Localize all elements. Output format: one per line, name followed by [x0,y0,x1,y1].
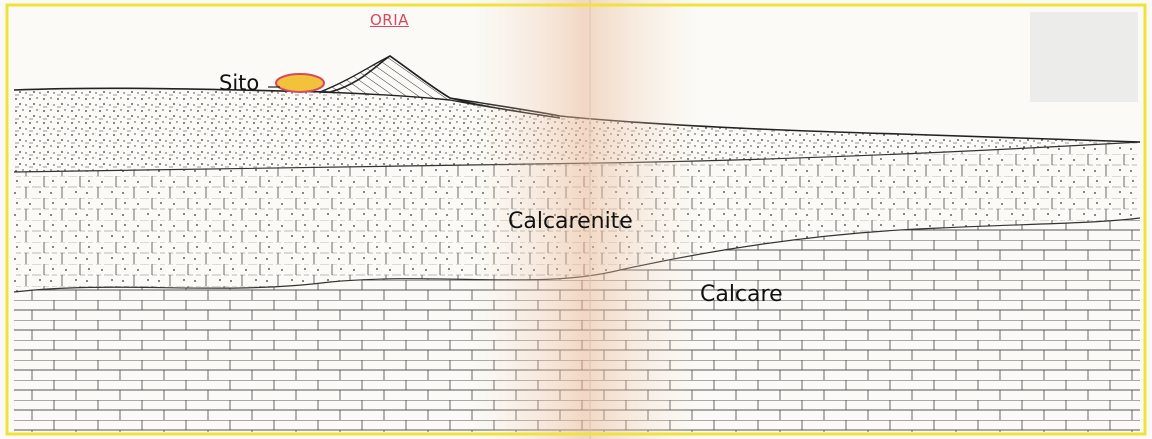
label-calcare: Calcare [700,284,783,306]
site-marker [276,74,324,92]
label-calcarenite: Calcarenite [508,211,633,233]
paper-patch [1030,12,1138,102]
label-sito: Sito [219,73,259,94]
title-oria: ORIA [370,13,409,28]
